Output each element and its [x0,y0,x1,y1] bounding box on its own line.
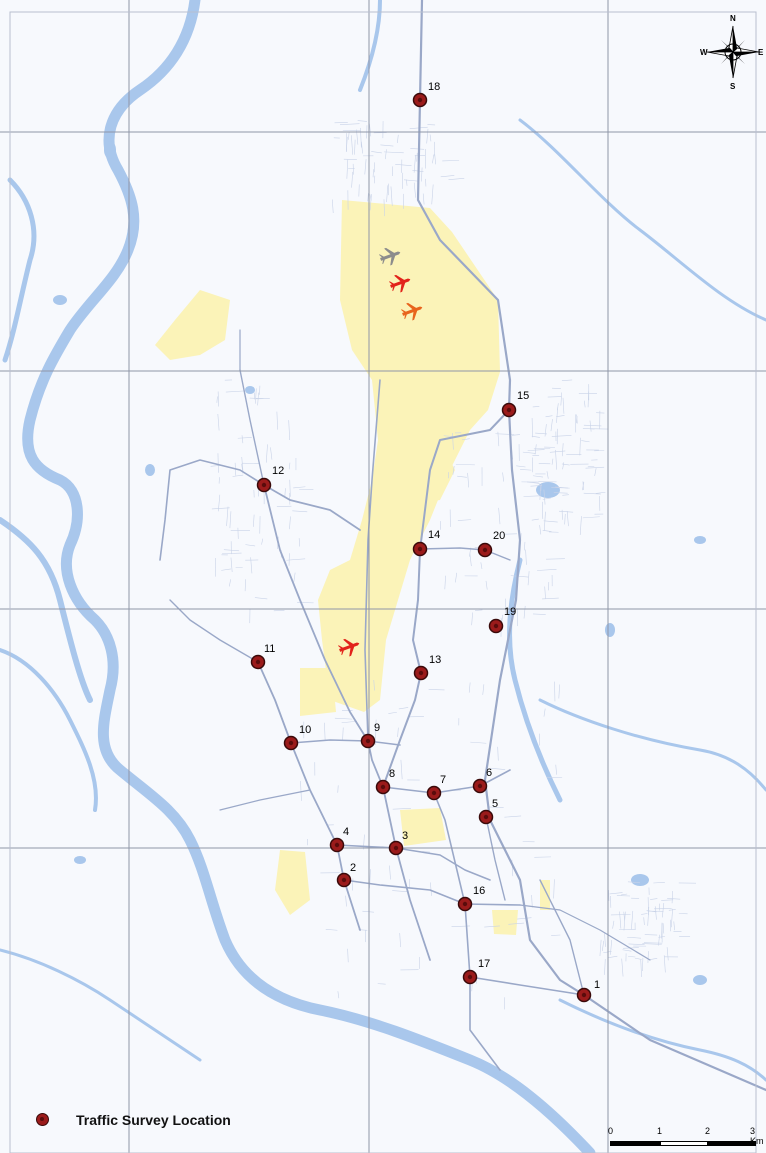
scale-bar: 0 1 2 3 Km [606,1126,766,1153]
marker-label-15: 15 [517,390,529,402]
legend: Traffic Survey Location [26,1108,326,1138]
marker-label-14: 14 [428,529,440,541]
survey-location-icon [36,1113,49,1126]
legend-label: Traffic Survey Location [76,1112,231,1128]
marker-label-12: 12 [272,465,284,477]
airplane-icon [337,638,360,657]
open-area-south [300,668,336,716]
survey-marker-10[interactable]: 10 [283,724,312,751]
survey-marker-18[interactable]: 18 [412,81,441,108]
river-west-branch [0,517,93,703]
marker-label-6: 6 [486,767,492,779]
map-frame [9,11,757,1153]
river-far-west [2,177,37,363]
marker-label-11: 11 [264,643,275,655]
airplane-icon [378,247,401,266]
survey-marker-20[interactable]: 20 [477,530,506,558]
river-sw-branch [0,648,98,812]
survey-marker-7[interactable]: 7 [426,774,447,801]
lake-gulshan [507,557,563,803]
marker-label-2: 2 [350,862,356,874]
scale-tick-0: 0 [608,1126,614,1136]
marker-label-17: 17 [478,958,490,970]
scale-tick-3: 3 Km [750,1126,764,1146]
compass-s: S [730,82,736,91]
marker-label-1: 1 [594,979,600,991]
survey-marker-6[interactable]: 6 [472,767,493,794]
canal-north [358,0,382,92]
open-area-east [395,430,455,505]
survey-marker-4[interactable]: 4 [329,826,350,853]
open-area-west [155,290,230,360]
airplane-icon [400,302,423,321]
open-area-ctr [400,808,446,846]
river-ne [518,118,766,322]
open-area-sw [275,850,310,915]
marker-label-7: 7 [440,774,446,786]
survey-marker-3[interactable]: 3 [388,830,409,856]
marker-label-9: 9 [374,722,380,734]
river-east [538,698,766,792]
open-area-se2 [540,880,550,910]
marker-label-5: 5 [492,798,498,810]
scale-segment-3 [708,1141,756,1146]
survey-marker-12[interactable]: 12 [256,465,285,493]
survey-marker-2[interactable]: 2 [336,862,357,888]
compass-rose-icon: N S W E [700,14,764,92]
river-sw-minor [0,948,202,1062]
marker-label-16: 16 [473,885,485,897]
survey-marker-11[interactable]: 11 [250,643,276,670]
survey-marker-5[interactable]: 5 [478,798,499,825]
scale-tick-2: 2 [705,1126,711,1136]
marker-label-20: 20 [493,530,505,542]
river-se [558,998,766,1082]
marker-label-3: 3 [402,830,408,842]
scale-segment-2 [660,1141,708,1146]
survey-marker-13[interactable]: 13 [413,654,442,681]
survey-marker-16[interactable]: 16 [457,885,486,912]
marker-label-10: 10 [299,724,311,736]
survey-marker-9[interactable]: 9 [360,722,381,749]
river-main [22,0,596,1153]
marker-label-8: 8 [389,768,395,780]
airplane-icon [388,274,411,293]
marker-label-18: 18 [428,81,440,93]
survey-marker-15[interactable]: 15 [501,390,530,418]
compass-n: N [730,14,736,23]
ponds [53,141,707,985]
main-roads [159,0,766,1092]
open-area-se [492,910,518,935]
scale-tick-1: 1 [657,1126,663,1136]
survey-marker-8[interactable]: 8 [375,768,396,795]
airport-areas [155,200,550,935]
compass-w: W [700,48,708,57]
marker-label-19: 19 [504,606,516,618]
survey-marker-19[interactable]: 19 [488,606,517,634]
survey-marker-1[interactable]: 1 [576,979,601,1003]
airplanes [337,247,423,657]
marker-label-13: 13 [429,654,441,666]
compass-e: E [758,48,764,57]
survey-marker-17[interactable]: 17 [462,958,491,985]
survey-marker-14[interactable]: 14 [412,529,441,557]
marker-label-4: 4 [343,826,349,838]
scale-segment-1 [610,1141,660,1146]
